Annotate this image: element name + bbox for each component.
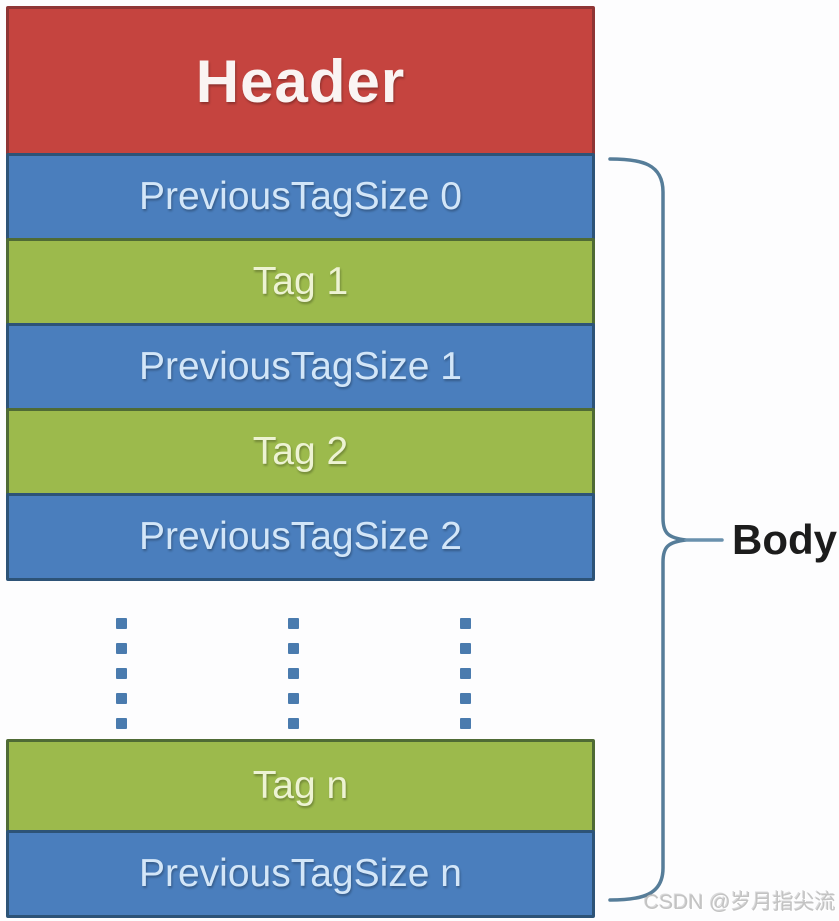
tag-2-label: Tag 2 xyxy=(252,430,349,473)
previous-tag-size-1-label: PreviousTagSize 1 xyxy=(138,345,462,388)
ellipsis-dots-center xyxy=(288,618,299,729)
previous-tag-size-0-block: PreviousTagSize 0 xyxy=(6,153,595,241)
header-block-label: Header xyxy=(195,47,406,115)
body-label: Body xyxy=(732,516,837,563)
ellipsis-dots-right xyxy=(460,618,471,729)
tag-1-label: Tag 1 xyxy=(252,260,349,303)
tag-1-block: Tag 1 xyxy=(6,238,595,326)
header-block: Header xyxy=(6,6,595,156)
tag-2-block: Tag 2 xyxy=(6,408,595,496)
previous-tag-size-n-label: PreviousTagSize n xyxy=(138,852,462,895)
ellipsis-gap xyxy=(6,578,595,742)
tag-n-block: Tag n xyxy=(6,739,595,833)
previous-tag-size-0-label: PreviousTagSize 0 xyxy=(138,175,462,218)
csdn-watermark: CSDN @岁月指尖流 xyxy=(644,891,836,914)
tag-n-label: Tag n xyxy=(252,764,349,807)
previous-tag-size-n-block: PreviousTagSize n xyxy=(6,830,595,918)
previous-tag-size-2-block: PreviousTagSize 2 xyxy=(6,493,595,581)
ellipsis-dots-left xyxy=(116,618,127,729)
previous-tag-size-1-block: PreviousTagSize 1 xyxy=(6,323,595,411)
block-stack: Header PreviousTagSize 0 Tag 1 PreviousT… xyxy=(6,6,595,918)
previous-tag-size-2-label: PreviousTagSize 2 xyxy=(138,515,462,558)
